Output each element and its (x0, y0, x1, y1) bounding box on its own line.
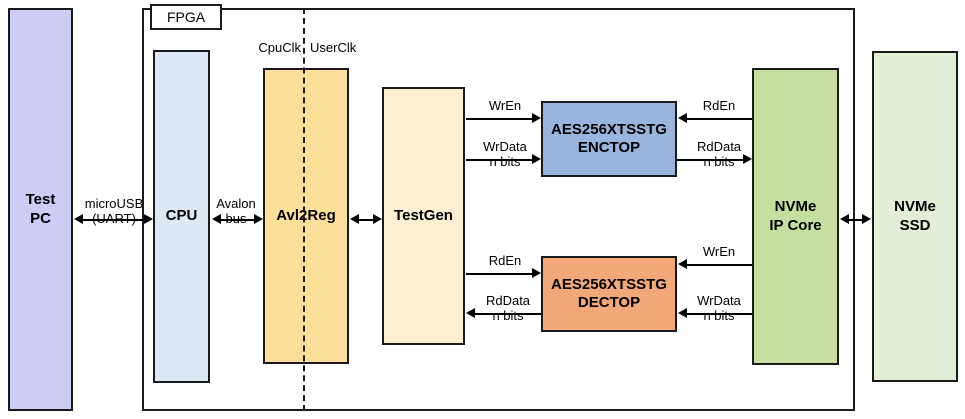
link-pc-cpu (82, 219, 144, 221)
link-cpu-avl2reg-arrow-left (212, 214, 221, 224)
block-cpu-label: CPU (165, 207, 198, 225)
link-avl2reg-testgen-arrow-left (350, 214, 359, 224)
block-test-pc-label: Test PC (25, 191, 56, 227)
link-testgen-enc-wren-arrow (532, 113, 541, 123)
block-aes-enctop-label: AES256XTSSTG ENCTOP (551, 120, 667, 156)
link-nvme-dec-wren (686, 264, 752, 266)
link-testgen-enc-wren (466, 118, 533, 120)
block-nvme-ssd-label: NVMe SSD (894, 198, 936, 234)
link-nvme-enc-rden-label: RdEn (702, 98, 736, 113)
block-aes-enctop[interactable]: AES256XTSSTG ENCTOP (541, 101, 677, 177)
link-pc-cpu-arrow-right (144, 214, 153, 224)
block-aes-dectop-label: AES256XTSSTG DECTOP (551, 275, 667, 311)
link-pc-cpu-arrow-left (74, 214, 83, 224)
link-enc-nvme-rddata (677, 159, 744, 161)
userclk-label: UserClk (310, 40, 357, 55)
link-testgen-enc-wren-label: WrEn (488, 98, 522, 113)
block-testgen[interactable]: TestGen (382, 87, 465, 345)
link-dec-testgen-rddata (474, 313, 541, 315)
link-enc-nvme-rddata-label: RdData n bits (696, 139, 742, 170)
fpga-label-text: FPGA (166, 9, 206, 25)
block-nvme-ssd[interactable]: NVMe SSD (872, 51, 958, 382)
link-nvme-ssd-arrow-left (840, 214, 849, 224)
cpuclk-label: CpuClk (258, 40, 301, 55)
clock-domain-divider (303, 8, 305, 411)
block-avl2reg-label: Avl2Reg (276, 206, 336, 224)
link-nvme-ssd (847, 219, 864, 221)
link-testgen-enc-wrdata (466, 159, 533, 161)
link-nvme-enc-rden-arrow (678, 113, 687, 123)
block-nvme-ip-core[interactable]: NVMe IP Core (752, 68, 839, 365)
link-testgen-dec-rden-label: RdEn (488, 253, 522, 268)
block-nvme-ip-core-label: NVMe IP Core (769, 198, 822, 234)
link-avl2reg-testgen (357, 219, 375, 221)
link-nvme-enc-rden (686, 118, 752, 120)
link-dec-testgen-rddata-label: RdData n bits (485, 293, 531, 324)
link-nvme-dec-wrdata-label: WrData n bits (697, 293, 741, 324)
link-cpu-avl2reg (220, 219, 254, 221)
block-testgen-label: TestGen (394, 206, 453, 224)
link-nvme-dec-wren-arrow (678, 259, 687, 269)
link-testgen-enc-wrdata-arrow (532, 154, 541, 164)
link-nvme-dec-wrdata (686, 313, 752, 315)
link-dec-testgen-rddata-arrow (466, 308, 475, 318)
link-cpu-avl2reg-label: Avalon bus (216, 196, 256, 227)
block-avl2reg[interactable]: Avl2Reg (263, 68, 349, 364)
link-nvme-ssd-arrow-right (862, 214, 871, 224)
link-pc-cpu-label: microUSB (UART) (84, 196, 144, 227)
block-test-pc[interactable]: Test PC (8, 8, 73, 411)
fpga-boundary (142, 8, 855, 411)
link-testgen-dec-rden-arrow (532, 268, 541, 278)
link-enc-nvme-rddata-arrow (743, 154, 752, 164)
block-cpu[interactable]: CPU (153, 50, 210, 383)
link-testgen-enc-wrdata-label: WrData n bits (483, 139, 527, 170)
link-avl2reg-testgen-arrow-right (373, 214, 382, 224)
link-cpu-avl2reg-arrow-right (254, 214, 263, 224)
link-nvme-dec-wrdata-arrow (678, 308, 687, 318)
block-aes-dectop[interactable]: AES256XTSSTG DECTOP (541, 256, 677, 332)
link-nvme-dec-wren-label: WrEn (702, 244, 736, 259)
fpga-label-tab: FPGA (150, 4, 222, 30)
link-testgen-dec-rden (466, 273, 533, 275)
